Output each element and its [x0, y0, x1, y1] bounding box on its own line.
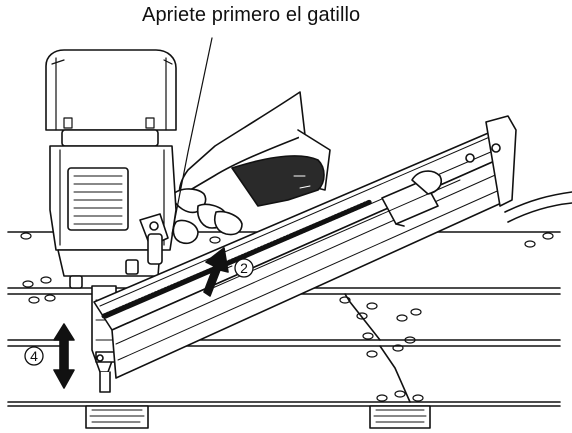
step-2-marker: 2 — [221, 258, 254, 278]
caption-leader — [171, 37, 213, 235]
nail-holes — [20, 232, 554, 402]
caption-label: Apriete primero el gatillo — [142, 4, 361, 26]
step-4-marker: 4 — [24, 346, 44, 366]
step-4-number: 4 — [30, 348, 38, 364]
arrow-up-right-icon — [203, 247, 229, 297]
operator-hand — [171, 91, 331, 245]
step-2-number: 2 — [240, 260, 248, 276]
magazine — [93, 115, 517, 379]
double-arrow-vertical-icon — [53, 323, 75, 389]
air-hose — [504, 191, 572, 223]
